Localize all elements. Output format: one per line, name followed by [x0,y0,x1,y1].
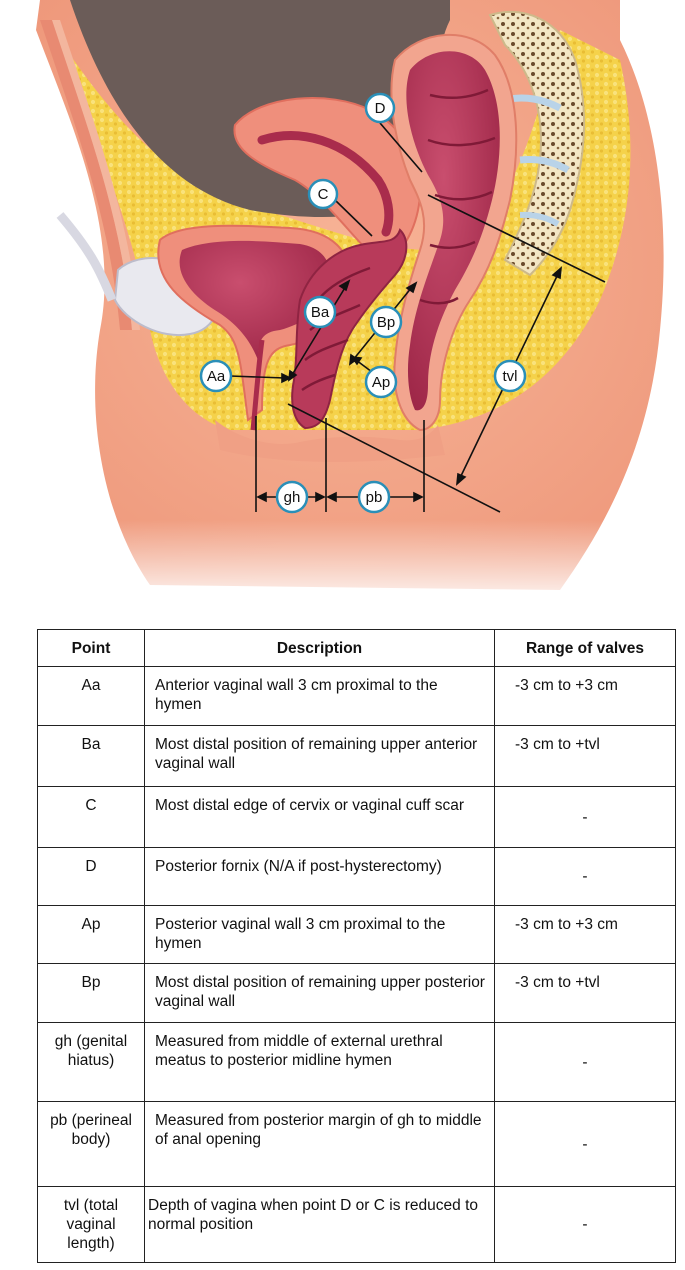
abdominal-wall [40,20,132,330]
table-row: C Most distal edge of cervix or vaginal … [37,786,676,848]
label-pb: pb [357,480,391,514]
row-point: gh (genital hiatus) [37,1022,145,1102]
row-description: Posterior vaginal wall 3 cm proximal to … [144,905,495,964]
row-point: Ba [37,725,145,787]
pelvic-anatomy-illustration: D C Ba Bp Aa Ap tvl gh pb [0,0,685,610]
table-row: Aa Anterior vaginal wall 3 cm proximal t… [37,666,676,726]
c-leader-line [334,199,373,237]
row-range: -3 cm to +3 cm [494,666,676,726]
label-c-text: C [318,186,329,203]
label-gh-text: gh [284,489,301,506]
label-d-text: D [375,100,386,117]
bladder-lumen [179,240,331,360]
row-description: Measured from middle of external urethra… [144,1022,495,1102]
header-point: Point [37,629,145,667]
sacrum [488,11,586,277]
perineum [215,420,445,462]
header-description: Description [144,629,495,667]
row-description: Most distal position of remaining upper … [144,963,495,1023]
urethra [250,339,265,431]
label-bp: Bp [369,305,403,339]
label-pb-text: pb [366,489,383,506]
row-range: -3 cm to +tvl [494,725,676,787]
row-range: - [494,1101,676,1187]
pelvic-anatomy-figure: D C Ba Bp Aa Ap tvl gh pb [0,0,685,610]
table-header-row: Point Description Range of valves [37,629,676,667]
row-description: Depth of vagina when point D or C is red… [144,1186,495,1263]
label-tvl: tvl [493,359,527,393]
hymen-plane-line [287,403,501,513]
label-ap-text: Ap [372,374,390,391]
label-ba-text: Ba [311,304,330,321]
row-point: pb (perineal body) [37,1101,145,1187]
header-range: Range of valves [494,629,676,667]
row-point: C [37,786,145,848]
row-point: Ap [37,905,145,964]
popq-points-table: Point Description Range of valves Aa Ant… [37,629,676,1263]
label-aa-text: Aa [207,368,226,385]
label-aa: Aa [199,359,233,393]
row-point: Aa [37,666,145,726]
row-range: - [494,786,676,848]
bottom-fade [0,520,685,610]
vaginal-canal [291,228,408,430]
row-range: -3 cm to +3 cm [494,905,676,964]
label-ba: Ba [303,295,337,329]
row-description: Posterior fornix (N/A if post-hysterecto… [144,847,495,906]
label-gh: gh [275,480,309,514]
row-description: Most distal edge of cervix or vaginal cu… [144,786,495,848]
label-tvl-text: tvl [503,368,518,385]
row-range: - [494,1186,676,1263]
row-point: D [37,847,145,906]
table-row: Bp Most distal position of remaining upp… [37,963,676,1023]
d-leader-line [379,122,423,173]
table-row: Ba Most distal position of remaining upp… [37,725,676,787]
hymen-reference-line [427,194,606,283]
measurement-lines [255,122,606,513]
row-range: - [494,1022,676,1102]
label-bp-text: Bp [377,314,395,331]
row-range: - [494,847,676,906]
table-row: Ap Posterior vaginal wall 3 cm proximal … [37,905,676,964]
row-description: Most distal position of remaining upper … [144,725,495,787]
row-range: -3 cm to +tvl [494,963,676,1023]
label-d: D [364,92,396,124]
table-row: D Posterior fornix (N/A if post-hysterec… [37,847,676,906]
table-row: gh (genital hiatus) Measured from middle… [37,1022,676,1102]
ba-arrow [291,285,347,376]
aa-arrow [229,375,286,379]
row-description: Measured from posterior margin of gh to … [144,1101,495,1187]
row-point: Bp [37,963,145,1023]
row-description: Anterior vaginal wall 3 cm proximal to t… [144,666,495,726]
table-row: tvl (total vaginal length) Depth of vagi… [37,1186,676,1263]
label-ap: Ap [364,365,398,399]
table-row: pb (perineal body) Measured from posteri… [37,1101,676,1187]
row-point: tvl (total vaginal length) [37,1186,145,1263]
label-c: C [307,178,339,210]
